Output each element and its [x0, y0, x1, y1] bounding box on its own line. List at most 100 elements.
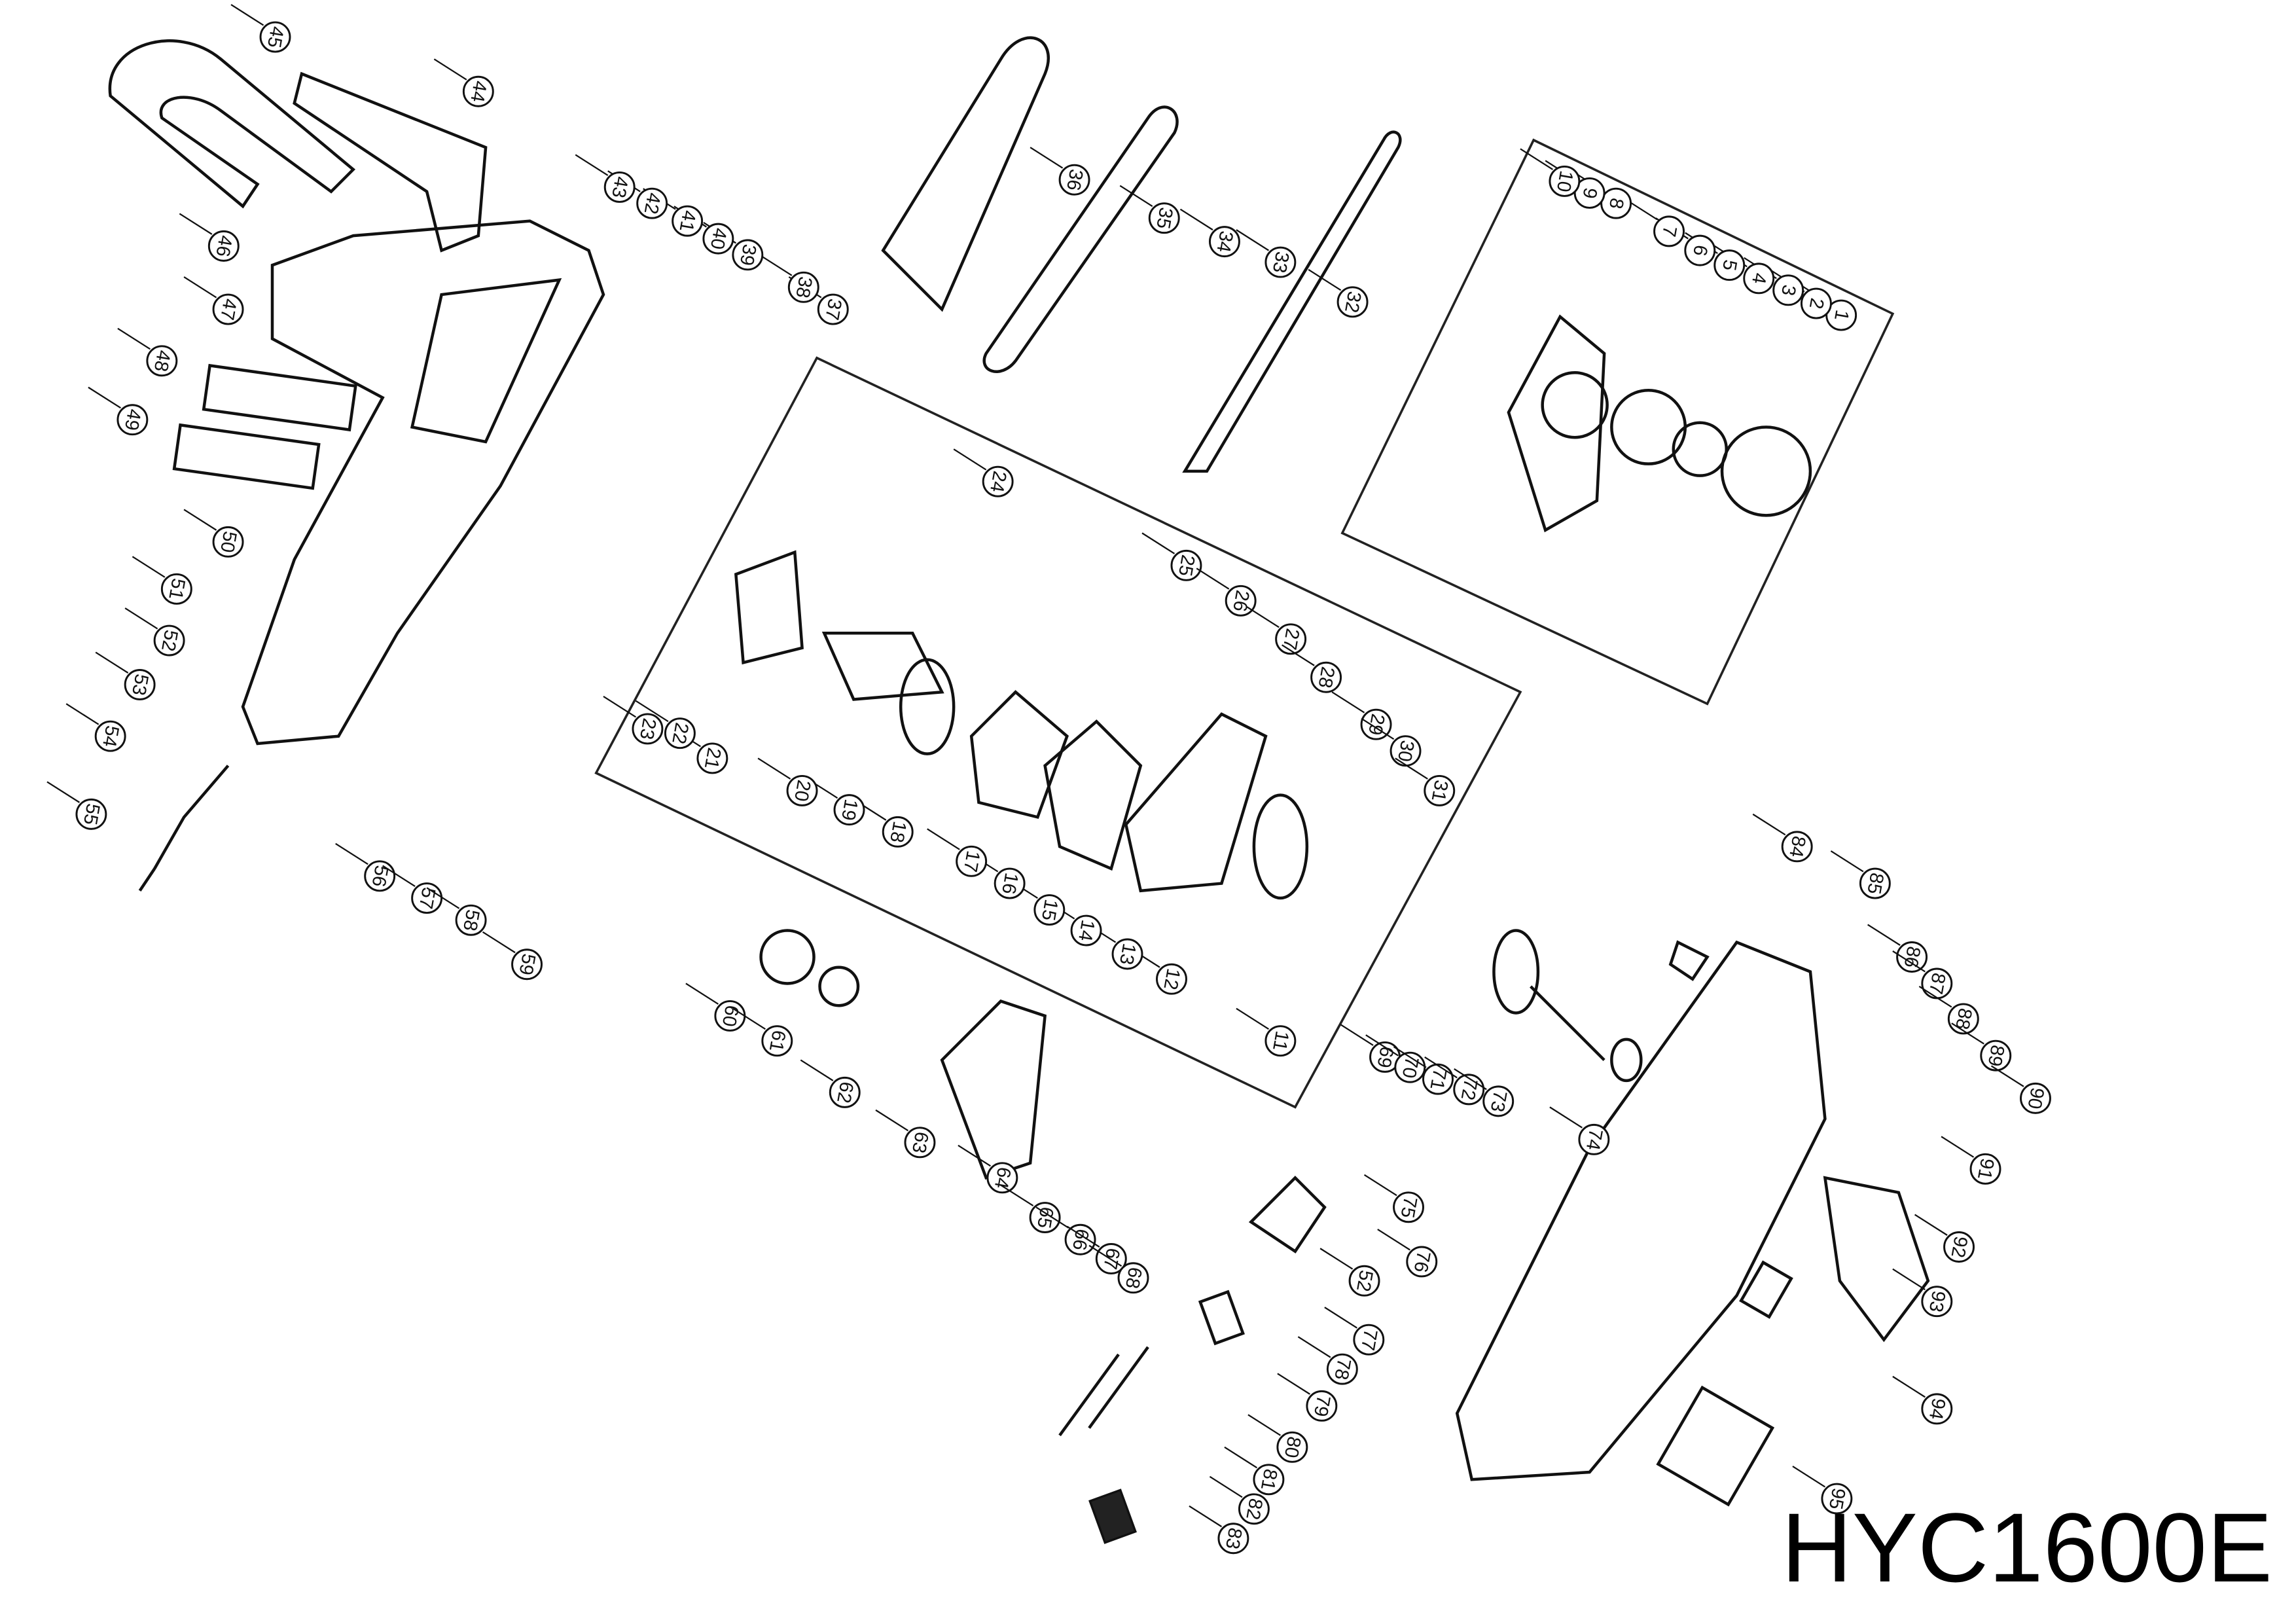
callout-number: 80 — [1280, 1435, 1304, 1460]
callout-number: 2 — [1805, 297, 1827, 311]
callout-number: 42 — [640, 191, 664, 216]
callout-circle — [672, 205, 704, 237]
callout-circle — [702, 223, 734, 255]
callout-circle — [603, 171, 636, 203]
callout-92: 92 — [1914, 1214, 1975, 1263]
callout-25: 25 — [1141, 532, 1202, 581]
callout-circle — [1208, 226, 1240, 258]
callout-number: 18 — [886, 820, 910, 844]
callout-circle — [664, 717, 696, 749]
callout-circle — [696, 742, 728, 774]
callout-number: 14 — [1074, 918, 1098, 943]
callout-14: 14 — [1041, 897, 1102, 947]
leader-line — [482, 931, 516, 954]
callout-circle — [1800, 287, 1832, 319]
callout-circle — [1058, 164, 1090, 196]
leader-line — [875, 1109, 909, 1132]
callout-12: 12 — [1126, 946, 1187, 995]
callout-number: 78 — [1330, 1357, 1354, 1382]
model-number: HYC1600E — [1781, 1492, 2272, 1602]
callout-10: 10 — [1520, 148, 1581, 197]
callout-77: 77 — [1324, 1307, 1385, 1356]
callout-circle — [207, 230, 240, 262]
guide-bar — [1182, 130, 1402, 473]
leader-line — [1035, 1206, 1069, 1229]
callout-number: 24 — [986, 469, 1010, 494]
callout-number: 20 — [790, 778, 814, 803]
callout-number: 85 — [1863, 871, 1887, 896]
callout-54: 54 — [65, 703, 126, 752]
callout-81: 81 — [1224, 1446, 1285, 1496]
callout-circle — [1353, 1324, 1385, 1356]
leader-line — [759, 254, 793, 276]
leader-line — [757, 757, 791, 780]
callout-number: 6 — [1689, 244, 1711, 258]
leader-line — [603, 696, 637, 718]
callout-84: 84 — [1752, 813, 1813, 863]
callout-85: 85 — [1830, 850, 1891, 899]
motor-assembly-frame — [594, 356, 1522, 1109]
callout-circle — [1422, 1063, 1454, 1095]
leader-line — [1000, 1184, 1034, 1206]
callout-number: 90 — [2023, 1086, 2047, 1111]
callout-46: 46 — [179, 213, 240, 262]
leader-line — [1792, 1466, 1826, 1488]
callout-49: 49 — [88, 386, 149, 436]
callout-38: 38 — [759, 254, 819, 303]
callout-58: 58 — [426, 887, 487, 936]
callout-number: 79 — [1310, 1394, 1334, 1418]
leader-line — [183, 276, 217, 298]
callout-90: 90 — [1990, 1065, 2051, 1114]
callout-65: 65 — [1000, 1184, 1061, 1233]
callout-circle — [761, 1025, 793, 1057]
leader-line — [1246, 605, 1280, 628]
callout-number: 5 — [1718, 258, 1740, 272]
leader-line — [1830, 850, 1864, 873]
callout-62: 62 — [800, 1059, 861, 1108]
leader-line — [124, 607, 158, 630]
callout-48: 48 — [117, 327, 178, 377]
leader-line — [1892, 1375, 1926, 1398]
callout-number: 12 — [1159, 967, 1183, 992]
callout-number: 31 — [1427, 778, 1452, 803]
callout-36: 36 — [1030, 147, 1090, 196]
callout-circle — [1394, 1051, 1426, 1083]
callout-number: 39 — [736, 243, 760, 268]
callout-41: 41 — [643, 188, 704, 237]
callout-52: 52 — [1319, 1248, 1380, 1297]
leader-line — [46, 781, 81, 803]
leader-line — [1282, 644, 1315, 666]
callout-number: 55 — [79, 802, 103, 827]
callout-circle — [829, 1076, 861, 1108]
leader-line — [179, 213, 213, 235]
callout-27: 27 — [1246, 605, 1307, 655]
callout-number: 92 — [1946, 1235, 1971, 1259]
power-cord — [138, 765, 230, 892]
leader-line — [1454, 1068, 1487, 1091]
callout-73: 73 — [1454, 1068, 1515, 1117]
callout-55: 55 — [46, 781, 107, 830]
callout-44: 44 — [433, 58, 494, 107]
callout-circle — [259, 21, 291, 53]
leader-line — [1520, 148, 1554, 170]
callout-45: 45 — [230, 4, 291, 53]
leader-line — [800, 1059, 834, 1081]
callout-57: 57 — [382, 865, 443, 914]
callout-number: 61 — [765, 1028, 789, 1053]
callout-number: 11 — [1268, 1029, 1293, 1052]
leader-line — [1549, 1106, 1583, 1128]
leader-line — [433, 58, 467, 81]
callout-circle — [1772, 274, 1804, 306]
callout-number: 49 — [120, 407, 145, 432]
leader-line — [1365, 1034, 1399, 1056]
callout-63: 63 — [875, 1109, 936, 1159]
leader-line — [88, 386, 121, 409]
callout-7: 7 — [1624, 198, 1685, 247]
leader-line — [95, 651, 129, 674]
leader-line — [1892, 1268, 1926, 1291]
callout-circle — [1348, 1265, 1380, 1297]
leader-line — [1990, 1065, 2024, 1087]
leader-line — [575, 154, 609, 176]
callout-86: 86 — [1867, 924, 1928, 973]
callout-13: 13 — [1083, 921, 1143, 970]
